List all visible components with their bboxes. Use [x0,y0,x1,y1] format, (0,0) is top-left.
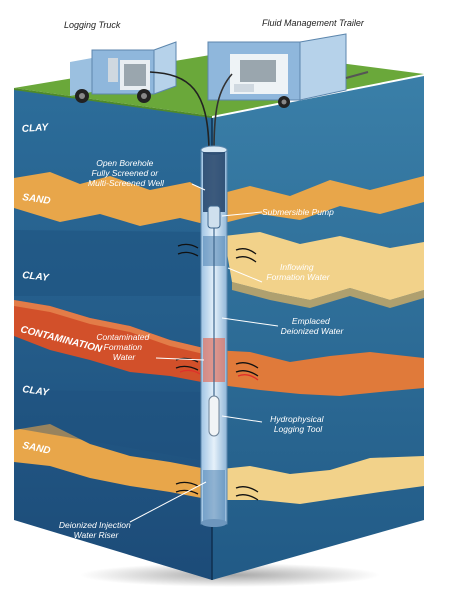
layer-label-clay-2: CLAY [22,270,51,284]
callout-leaders [129,183,279,523]
cable-truck [149,71,210,151]
hydrophysical-logging-tool [208,395,220,437]
trailer-label: Fluid Management Trailer [262,18,365,28]
callout-contaminated: Contaminated Formation Water [96,332,151,362]
callout-emplaced: Emplaced Deionized Water [281,316,345,336]
sand-lens-right-edge [232,282,424,308]
layer-label-clay-3: CLAY [22,384,51,399]
inflow-arrows [175,243,259,501]
block-shadow [80,563,380,587]
contamination-layer-right [212,350,424,396]
callout-inflowing: Inflowing Formation Water [266,262,330,282]
clay-shade-1 [14,230,212,296]
layer-label-clay-1: CLAY [21,122,50,135]
logging-truck [70,41,177,103]
logging-truck-label: Logging Truck [64,20,121,30]
sand-layer-1 [14,172,212,226]
contamination-layer [14,300,212,384]
callout-riser: Deionized Injection Water Riser [59,520,133,540]
contamination-top-light [14,300,212,356]
sand-lens-right [224,232,424,300]
layer-label-sand-1: SAND [22,192,52,207]
clay-shade-2 [14,390,212,462]
callout-borehole: Open Borehole Fully Screened or Multi-Sc… [88,158,165,188]
submersible-pump [207,205,221,229]
cable-trailer [213,73,233,151]
fluid-management-trailer [207,33,369,108]
sand-layer-1-right [212,176,424,226]
callout-pump: Submersible Pump [262,207,334,217]
callout-tool: Hydrophysical Logging Tool [270,414,326,434]
sand-layer-2-right [212,456,424,504]
inflow-arrows-red [179,369,259,381]
sand-layer-2 [14,424,212,500]
